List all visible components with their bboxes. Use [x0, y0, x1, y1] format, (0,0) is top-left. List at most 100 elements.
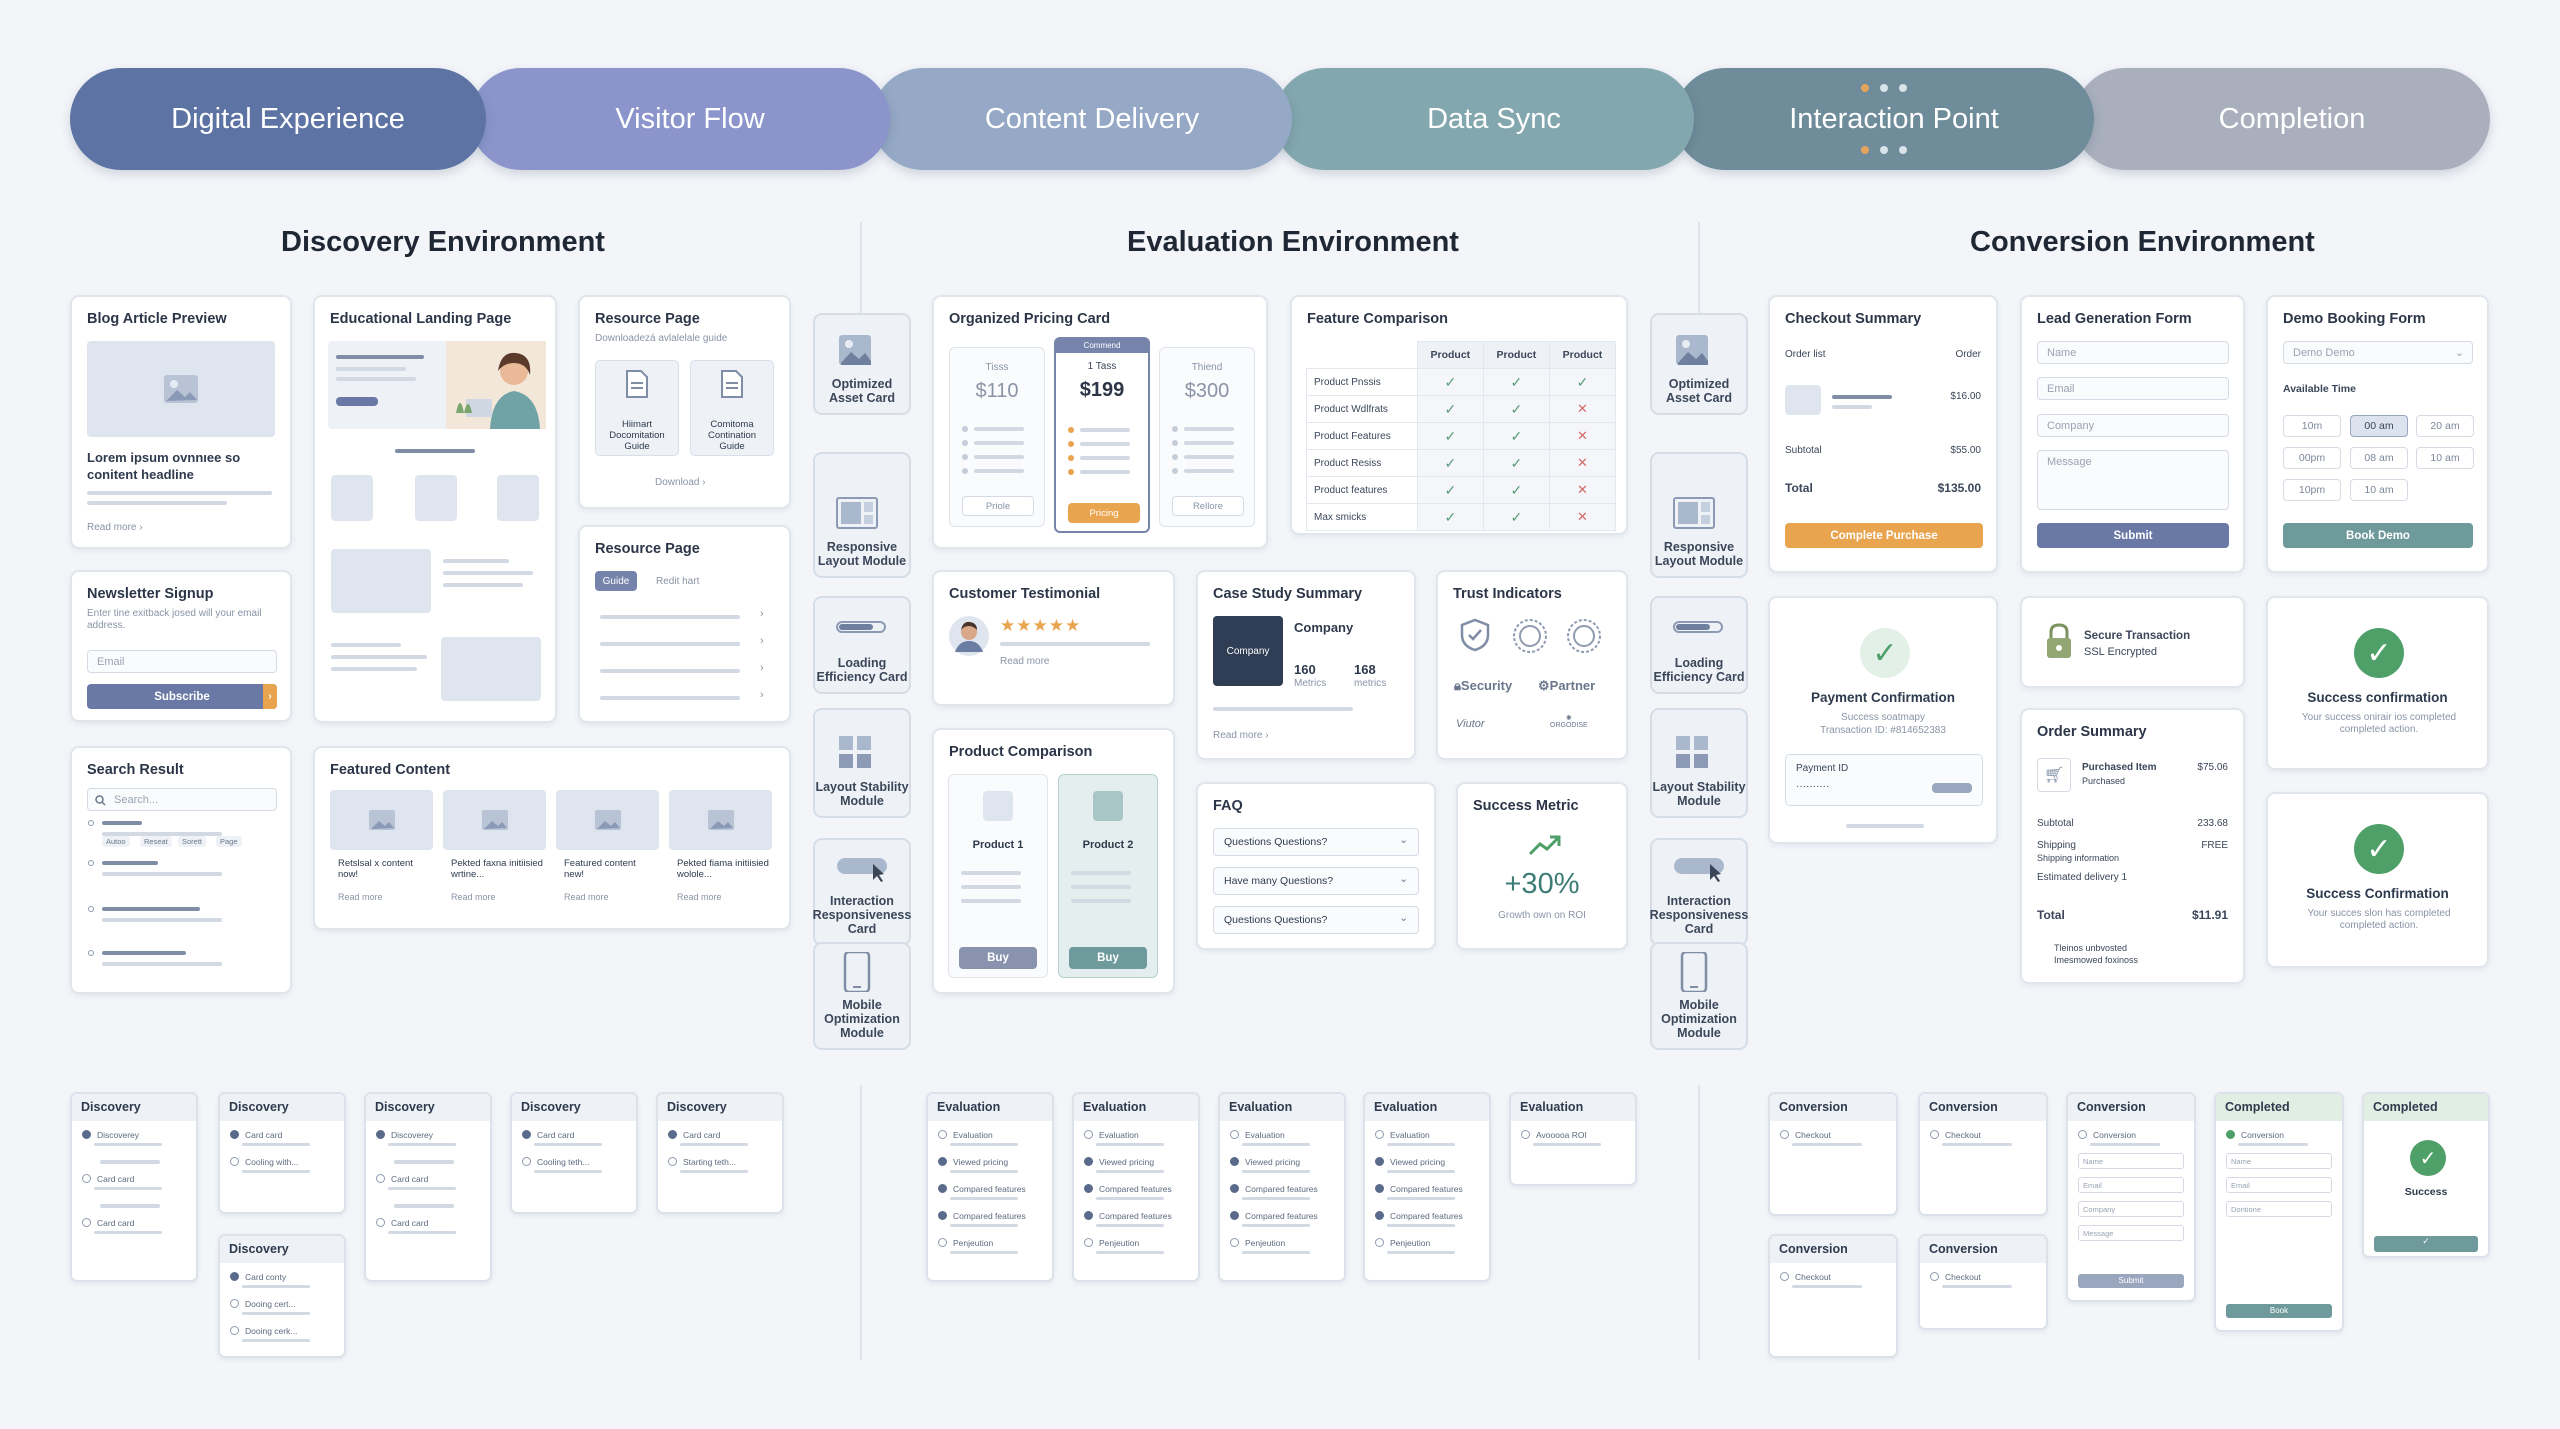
- faq-item[interactable]: Questions Questions?⌄: [1213, 828, 1419, 856]
- payment-confirmation-card[interactable]: ✓ Payment Confirmation Success soatmapy …: [1768, 596, 1998, 844]
- tile-mobile-optimization-module[interactable]: Mobile Optimization Module: [1650, 942, 1748, 1050]
- product-1-panel[interactable]: Product 1 Buy: [948, 774, 1048, 978]
- plan-button[interactable]: Pricing: [1068, 503, 1140, 523]
- tile-optimized-asset-card[interactable]: Optimized Asset Card: [813, 313, 911, 415]
- buy-button[interactable]: Buy: [1069, 947, 1147, 969]
- read-more-link[interactable]: Read more: [1000, 656, 1050, 667]
- tile-mobile-optimization-module[interactable]: Mobile Optimization Module: [813, 942, 911, 1050]
- tile-responsive-layout-module[interactable]: Responsive Layout Module: [1650, 452, 1748, 578]
- filter-tag[interactable]: Autoo: [102, 836, 130, 847]
- case-study-card[interactable]: Case Study Summary Company Company 160 M…: [1196, 570, 1416, 760]
- book-demo-button[interactable]: Book Demo: [2283, 523, 2473, 548]
- time-slot[interactable]: 20 am: [2416, 415, 2474, 437]
- name-field[interactable]: Name: [2037, 341, 2229, 364]
- newsletter-signup-card[interactable]: Newsletter Signup Enter tine exitback jo…: [70, 570, 292, 722]
- demo-booking-card[interactable]: Demo Booking Form Demo Demo⌄ Available T…: [2266, 295, 2489, 573]
- read-more-link[interactable]: Read more: [564, 892, 609, 902]
- download-link[interactable]: Download ›: [655, 477, 706, 488]
- checkout-summary-card[interactable]: Checkout Summary Order list Order $16.00…: [1768, 295, 1998, 573]
- chevron-right-icon[interactable]: ›: [760, 662, 764, 674]
- testimonial-card[interactable]: Customer Testimonial ★★★★★ Read more: [932, 570, 1175, 706]
- tile-interaction-responsiveness-card[interactable]: Interaction Responsiveness Card: [813, 838, 911, 946]
- blog-preview-card[interactable]: Blog Article Preview Lorem ipsum ovnnıee…: [70, 295, 292, 549]
- time-slot[interactable]: 08 am: [2350, 447, 2408, 469]
- tab-other[interactable]: Redit hart: [656, 576, 700, 587]
- chevron-right-icon[interactable]: ›: [760, 689, 764, 701]
- time-slot[interactable]: 10 am: [2416, 447, 2474, 469]
- faq-item[interactable]: Questions Questions?⌄: [1213, 906, 1419, 934]
- submit-button[interactable]: Submit: [2078, 1274, 2184, 1288]
- message-field[interactable]: Message: [2037, 450, 2229, 510]
- tab-guide[interactable]: Guide: [595, 571, 637, 591]
- complete-purchase-button[interactable]: Complete Purchase: [1785, 523, 1983, 548]
- stage-pill[interactable]: Interaction Point: [1674, 68, 2094, 170]
- email-field[interactable]: Email: [87, 650, 277, 673]
- read-more-link[interactable]: Read more ›: [87, 522, 143, 533]
- faq-item[interactable]: Have many Questions?⌄: [1213, 867, 1419, 895]
- time-slot[interactable]: 00pm: [2283, 447, 2341, 469]
- buy-button[interactable]: Buy: [959, 947, 1037, 969]
- time-slot[interactable]: 10pm: [2283, 479, 2341, 501]
- chevron-right-icon[interactable]: ›: [760, 635, 764, 647]
- stage-pill[interactable]: Visitor Flow: [470, 68, 890, 170]
- featured-content-card[interactable]: Featured Content Retslsal x content now!…: [313, 746, 791, 930]
- success-metric-card[interactable]: Success Metric +30% Growth own on ROI: [1456, 782, 1628, 950]
- read-more-link[interactable]: Read more: [451, 892, 496, 902]
- payment-id-field[interactable]: Payment ID ··········: [1785, 754, 1983, 806]
- time-slot[interactable]: 10 am: [2350, 479, 2408, 501]
- company-field[interactable]: Company: [2037, 414, 2229, 437]
- faq-card[interactable]: FAQ Questions Questions?⌄Have many Quest…: [1196, 782, 1436, 950]
- tile-interaction-responsiveness-card[interactable]: Interaction Responsiveness Card: [1650, 838, 1748, 946]
- trust-indicators-card[interactable]: Trust Indicators 🔒︎Security ⚙︎Partner Vi…: [1436, 570, 1628, 760]
- submit-button[interactable]: Book: [2226, 1304, 2332, 1318]
- tile-responsive-layout-module[interactable]: Responsive Layout Module: [813, 452, 911, 578]
- product-2-panel[interactable]: Product 2 Buy: [1058, 774, 1158, 978]
- product-comparison-card[interactable]: Product Comparison Product 1 Buy Product…: [932, 728, 1175, 994]
- order-summary-card[interactable]: Order Summary 🛒︎ Purchased Item Purchase…: [2020, 708, 2245, 984]
- tile-layout-stability-module[interactable]: Layout Stability Module: [813, 708, 911, 818]
- search-input[interactable]: Search...: [87, 788, 277, 811]
- tile-loading-efficiency-card[interactable]: Loading Efficiency Card: [813, 596, 911, 694]
- guide-document[interactable]: Comitoma Contination Guide: [690, 360, 774, 456]
- stage-pill[interactable]: Data Sync: [1274, 68, 1694, 170]
- time-slot[interactable]: 10m: [2283, 415, 2341, 437]
- tile-layout-stability-module[interactable]: Layout Stability Module: [1650, 708, 1748, 818]
- stage-pill[interactable]: Content Delivery: [872, 68, 1292, 170]
- read-more-link[interactable]: Read more ›: [1213, 730, 1269, 741]
- lead-generation-card[interactable]: Lead Generation Form Name Email Company …: [2020, 295, 2245, 573]
- read-more-link[interactable]: Read more: [677, 892, 722, 902]
- email-field[interactable]: Email: [2037, 377, 2229, 400]
- educational-landing-card[interactable]: Educational Landing Page: [313, 295, 557, 723]
- subscribe-button[interactable]: Subscribe›: [87, 684, 277, 709]
- stage-pill[interactable]: Completion: [2074, 68, 2490, 170]
- filter-tag[interactable]: Sorett: [178, 836, 207, 847]
- resource-page-card-2[interactable]: Resource Page Guide Redit hart ››››: [578, 525, 791, 723]
- tile-loading-efficiency-card[interactable]: Loading Efficiency Card: [1650, 596, 1748, 694]
- plan-button[interactable]: Priole: [962, 496, 1034, 516]
- time-slot[interactable]: 00 am: [2350, 415, 2408, 437]
- tile-optimized-asset-card[interactable]: Optimized Asset Card: [1650, 313, 1748, 415]
- read-more-link[interactable]: Read more: [338, 892, 383, 902]
- stage-pill[interactable]: Digital Experience: [70, 68, 486, 170]
- plan-button[interactable]: Rellore: [1172, 496, 1244, 516]
